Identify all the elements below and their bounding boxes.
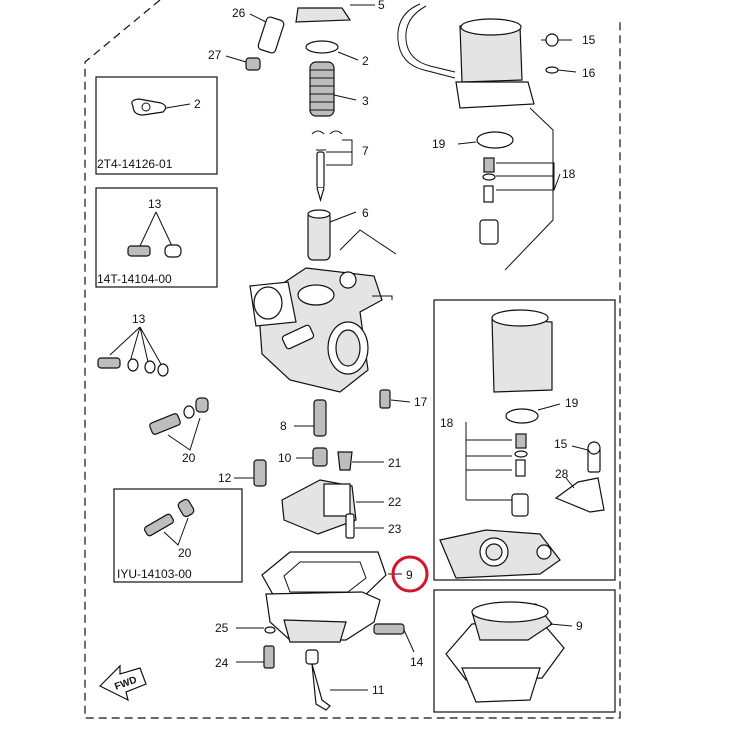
inset-box-pilot-screw: 13 14T-14104-00 <box>95 187 218 288</box>
idle-screw-20: 20 <box>149 397 209 465</box>
callout-17: 17 <box>414 395 428 409</box>
callout-20-inset: 20 <box>178 546 192 560</box>
callout-2: 2 <box>362 54 369 68</box>
callout-13: 13 <box>132 312 146 326</box>
piston-slide-6: 6 <box>307 206 369 261</box>
callout-18-detail: 18 <box>440 416 454 430</box>
callout-9-detail: 9 <box>576 619 583 633</box>
callout-15-detail: 15 <box>554 437 568 451</box>
needle-jet-8: 8 10 <box>278 399 328 467</box>
callout-19-detail: 19 <box>565 396 579 410</box>
callout-23: 23 <box>388 522 402 536</box>
callout-13-inset: 13 <box>148 197 162 211</box>
part-12: 12 <box>218 459 267 487</box>
float-bowl: 14 <box>265 591 424 669</box>
screw-17: 17 <box>379 389 428 409</box>
pilot-screw-group-13: 13 <box>97 312 169 377</box>
part-number-14t: 14T-14104-00 <box>97 272 172 286</box>
needle-clip-group-7: 7 <box>311 130 369 203</box>
callout-8: 8 <box>280 419 287 433</box>
auto-choke-assembly: 15 16 19 18 <box>397 3 596 271</box>
callout-27: 27 <box>208 48 222 62</box>
callout-2-inset: 2 <box>194 97 201 111</box>
float-pin-23: 23 <box>345 513 402 539</box>
inset-box-idle-screw: 20 IYU-14103-00 <box>113 488 243 583</box>
callout-9: 9 <box>406 568 413 582</box>
main-jet-21: 21 <box>337 451 402 471</box>
float-22: 22 <box>281 479 402 535</box>
callout-19: 19 <box>432 137 446 151</box>
bowl-fasteners: 25 24 11 <box>215 621 385 711</box>
carburetor-body <box>249 229 397 393</box>
highlight-circle <box>391 555 429 593</box>
part-number-2t4: 2T4-14126-01 <box>97 157 173 171</box>
callout-3: 3 <box>362 94 369 108</box>
callout-18: 18 <box>562 167 576 181</box>
float-bowl-gasket-9: 9 <box>261 551 429 601</box>
callout-15: 15 <box>582 33 596 47</box>
callout-25: 25 <box>215 621 229 635</box>
inset-box-gasket: 2 2T4-14126-01 <box>95 76 218 175</box>
callout-10: 10 <box>278 451 292 465</box>
callout-11: 11 <box>372 683 385 697</box>
callout-26: 26 <box>232 6 246 20</box>
callout-28: 28 <box>555 467 569 481</box>
callout-12: 12 <box>218 471 232 485</box>
callout-6: 6 <box>362 206 369 220</box>
top-cap-spring-stack: 5 2 3 <box>295 0 385 117</box>
callout-5: 5 <box>378 0 385 12</box>
callout-14: 14 <box>410 655 424 669</box>
callout-20: 20 <box>182 451 196 465</box>
outer-dashed-frame <box>84 0 621 719</box>
forward-arrow: FWD <box>98 664 147 702</box>
callout-16: 16 <box>582 66 596 80</box>
detail-box-choke: 19 18 15 28 <box>433 299 616 581</box>
callout-7: 7 <box>362 144 369 158</box>
callout-21: 21 <box>388 456 402 470</box>
callout-22: 22 <box>388 495 402 509</box>
parts-26-27: 26 27 <box>208 6 285 71</box>
callout-24: 24 <box>215 656 229 670</box>
part-number-iyu: IYU-14103-00 <box>117 567 192 581</box>
detail-box-bowl-gasket: 9 <box>433 589 616 713</box>
